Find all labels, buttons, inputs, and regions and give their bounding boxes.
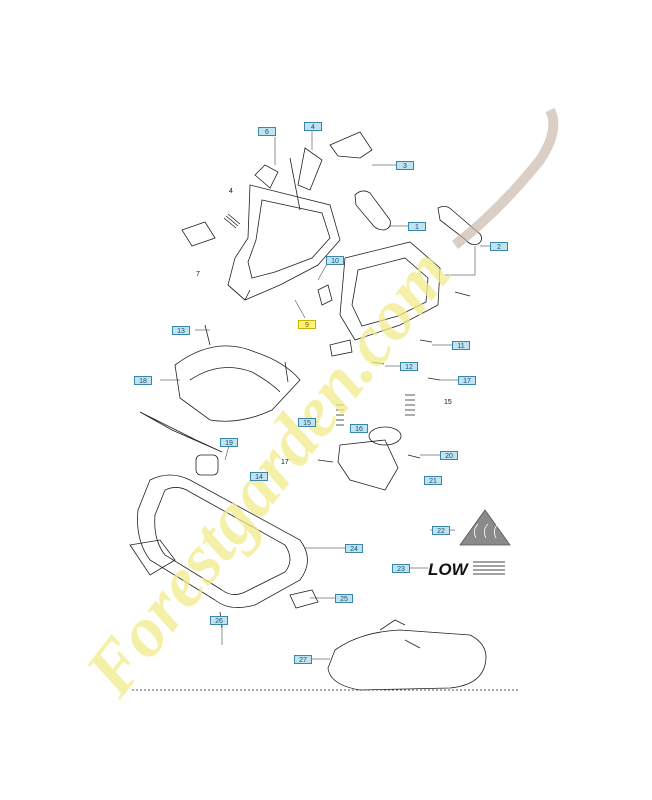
wire-harness (132, 619, 520, 691)
callout-16: 16 (350, 424, 368, 433)
label-15-plain: 15 (444, 399, 452, 406)
callout-14: 14 (250, 472, 268, 481)
callout-9-highlighted: 9 (298, 320, 316, 329)
front-handle (129, 474, 319, 609)
callout-26: 26 (210, 616, 228, 625)
rear-handle-housing (227, 147, 341, 301)
callout-23: 23 (392, 564, 410, 573)
handle-grip-1 (354, 190, 391, 231)
callout-2: 2 (490, 242, 508, 251)
callout-27: 27 (294, 655, 312, 664)
callout-3: 3 (396, 161, 414, 170)
callout-21: 21 (424, 476, 442, 485)
callout-17: 17 (458, 376, 476, 385)
callout-25: 25 (335, 594, 353, 603)
spring-part (181, 213, 241, 247)
callout-4: 4 (304, 122, 322, 131)
label-17-plain: 17 (281, 459, 289, 466)
callout-22: 22 (432, 526, 450, 535)
hot-surface-warning-label (459, 509, 511, 546)
small-bracket (317, 284, 353, 357)
callout-19: 19 (220, 438, 238, 447)
callout-6: 6 (258, 127, 276, 136)
handle-grip-2 (437, 206, 482, 245)
gasket (139, 411, 223, 453)
low-vib-logo: LOW (428, 560, 505, 579)
av-spring-1 (336, 404, 344, 426)
damper-block (337, 439, 399, 491)
callout-11: 11 (452, 341, 470, 350)
o-ring (368, 426, 402, 446)
callout-1: 1 (408, 222, 426, 231)
callout-24: 24 (345, 544, 363, 553)
label-7-plain: 7 (196, 271, 200, 278)
callout-20: 20 (440, 451, 458, 460)
callout-12: 12 (400, 362, 418, 371)
callout-10: 10 (326, 256, 344, 265)
low-logo-text: LOW (428, 560, 470, 579)
callout-15: 15 (298, 418, 316, 427)
throttle-lever (329, 131, 373, 159)
av-spring-2 (405, 394, 415, 416)
side-cover (339, 241, 441, 341)
leader-lines (160, 130, 496, 660)
callout-13: 13 (172, 326, 190, 335)
rubber-buffer (195, 454, 219, 476)
lower-cover (174, 345, 301, 422)
callout-18: 18 (134, 376, 152, 385)
label-4-plain: 4 (229, 188, 233, 195)
